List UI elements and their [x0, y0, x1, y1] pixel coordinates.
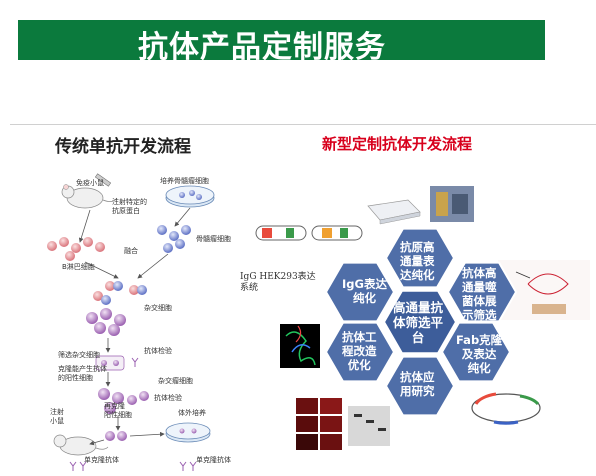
label-hybridoma: 杂交瘤细胞	[158, 377, 193, 385]
myeloma-culture-dish-icon	[165, 185, 215, 208]
hexagon-upper-left	[324, 261, 396, 323]
title-banner: 抗体产品定制服务	[18, 20, 545, 65]
label-cultured-myeloma: 培养骨髓瘤细胞	[160, 177, 209, 185]
plasmid-map-image-bottom-right	[471, 392, 541, 425]
syringe-icon	[94, 173, 112, 187]
hexagon-lower-left	[324, 321, 396, 383]
fused-cells	[93, 281, 147, 305]
traditional-workflow-diagram	[47, 173, 215, 471]
label-mab-right: 单克隆抗体	[196, 456, 231, 464]
lab-equipment-photo	[430, 186, 474, 222]
right-panel-title: 新型定制抗体开发流程	[322, 135, 473, 153]
label-reclone: 再克隆 阳性细胞	[104, 402, 132, 419]
plate-image	[367, 199, 421, 225]
label-hybrid-cells: 杂交细胞	[144, 304, 172, 312]
antibody-y-icon	[131, 357, 139, 367]
label-antibody-test-2: 抗体检验	[154, 394, 182, 402]
label-inject-antigen: 注射特定的 抗原蛋白	[112, 198, 147, 215]
hexagon-top	[384, 227, 456, 289]
label-b-lymphocyte: B淋巴细胞	[62, 263, 95, 271]
hex-antibody-application: 抗体应 用研究	[400, 370, 435, 398]
section-divider	[10, 124, 596, 125]
page-title: 抗体产品定制服务	[138, 30, 386, 65]
hex-center-platform: 高通量抗 体筛选平 台	[393, 300, 444, 345]
hexagon-center	[382, 289, 458, 355]
hexagon-bottom	[384, 355, 456, 417]
left-panel-title: 传统单抗开发流程	[55, 137, 191, 157]
label-inject-mouse: 注射 小鼠	[50, 408, 64, 425]
igg-expression-system-label: IgG HEK293表达系统	[240, 272, 316, 293]
fluorescence-microscopy-images	[296, 398, 342, 450]
label-fusion: 融合	[124, 247, 138, 255]
hex-igg-expression: IgG表达 纯化	[342, 277, 387, 305]
hex-antibody-engineering: 抗体工 程改造 优化	[342, 330, 377, 372]
label-antibody-test: 抗体检验	[144, 347, 172, 355]
protein-structure-image	[280, 324, 320, 368]
platform-hexagon-diagram	[255, 186, 590, 450]
hex-fab-cloning: Fab克隆 及表达 纯化	[456, 333, 503, 375]
label-screen-hybrids: 筛选杂交细胞	[58, 351, 100, 359]
label-clone-positive: 克隆能产生抗体 的阳性细胞	[58, 365, 107, 382]
myeloma-cells	[157, 225, 191, 253]
western-blot-image	[348, 406, 390, 446]
hybrid-cells	[86, 308, 126, 336]
label-in-vitro: 体外培养	[178, 409, 206, 417]
monoclonal-antibody-icons	[69, 461, 197, 471]
in-vitro-culture-dish-icon	[165, 422, 211, 443]
b-lymphocyte-cells	[47, 237, 105, 261]
recloned-cells	[105, 431, 127, 441]
screening-well-icon	[95, 355, 125, 371]
hex-antigen-expression: 抗原高 通量表 达纯化	[400, 240, 435, 282]
hexagon-lower-right	[440, 321, 512, 383]
plasmid-map-image-top-left	[255, 225, 363, 241]
hexagon-upper-right	[446, 261, 518, 323]
hex-phage-display-screening: 抗体高 通量噬 菌体展 示筛选	[462, 266, 497, 322]
label-myeloma-cells: 骨髓瘤细胞	[196, 235, 231, 243]
immunized-mouse-icon	[61, 184, 118, 209]
positive-clone-cells	[98, 388, 149, 414]
label-mab-left: 单克隆抗体	[84, 456, 119, 464]
label-immunized-mouse: 免疫小鼠	[76, 179, 104, 187]
injected-mouse-icon	[53, 434, 109, 456]
